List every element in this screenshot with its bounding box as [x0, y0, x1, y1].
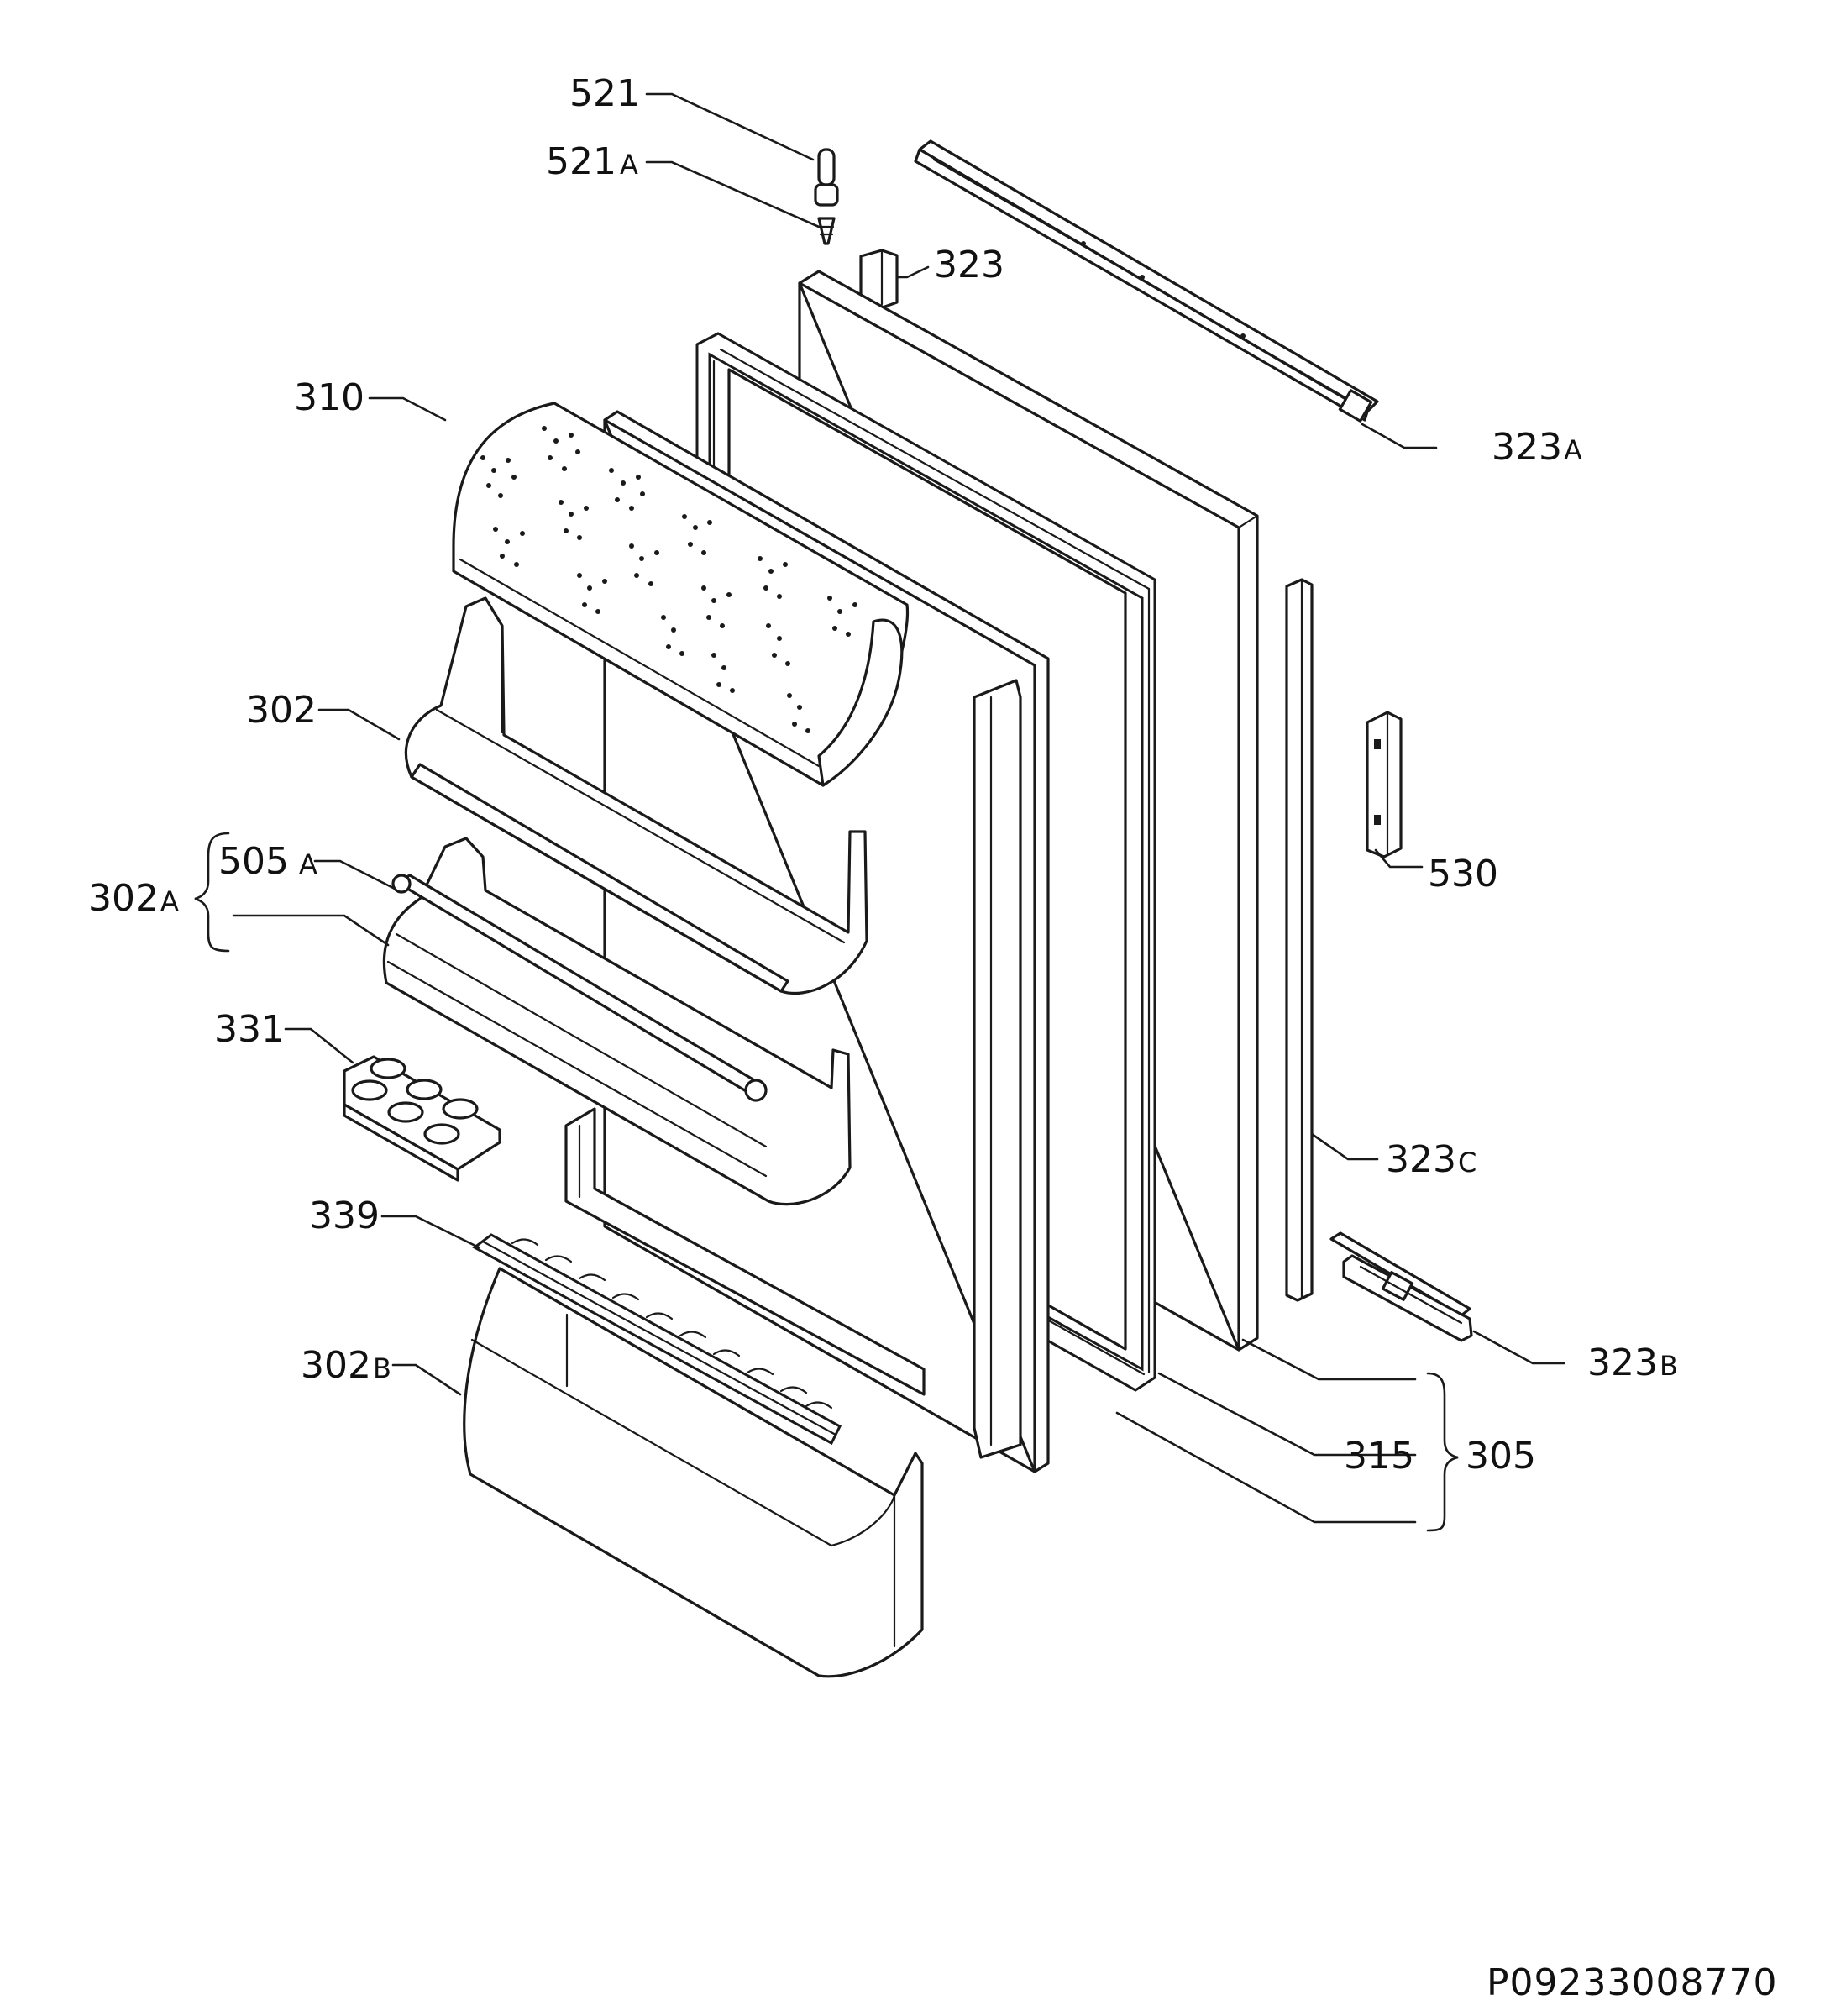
- cover-perforations: [480, 426, 857, 733]
- brace-305: [1426, 1372, 1459, 1532]
- label-305: 305: [1466, 1435, 1536, 1478]
- part-302-door-shelf: [405, 596, 868, 995]
- drawing-code: P09233008770: [1487, 1961, 1777, 2004]
- label-323c: 323C: [1386, 1138, 1476, 1181]
- label-323: 323: [934, 244, 1004, 286]
- label-302a: 302A: [88, 877, 179, 920]
- brace-302a: [194, 832, 230, 953]
- part-521-hinge-pin: [814, 148, 839, 245]
- part-530-hinge-bracket: [1366, 711, 1403, 858]
- label-302b: 302B: [301, 1344, 391, 1387]
- label-521: 521: [569, 72, 640, 115]
- label-315: 315: [1344, 1435, 1414, 1478]
- part-302b-bottle-shelf: [463, 1267, 924, 1678]
- part-331-egg-tray: [343, 1055, 501, 1182]
- part-339-bottle-retainer: [472, 1233, 842, 1446]
- part-505a-shelf-rail: [391, 874, 768, 1102]
- part-323b-bottom-rail: [1329, 1231, 1473, 1342]
- part-310-dairy-cover: [452, 402, 910, 787]
- label-530: 530: [1428, 853, 1498, 895]
- label-310: 310: [294, 376, 364, 419]
- label-302: 302: [246, 689, 317, 732]
- leader-lines: [232, 92, 1565, 1524]
- part-323c-strip: [1285, 578, 1314, 1302]
- label-323b: 323B: [1587, 1341, 1678, 1384]
- part-323a-top-rail: [914, 139, 1379, 423]
- label-323a: 323A: [1492, 426, 1582, 469]
- label-339: 339: [309, 1194, 380, 1237]
- label-331: 331: [214, 1008, 285, 1051]
